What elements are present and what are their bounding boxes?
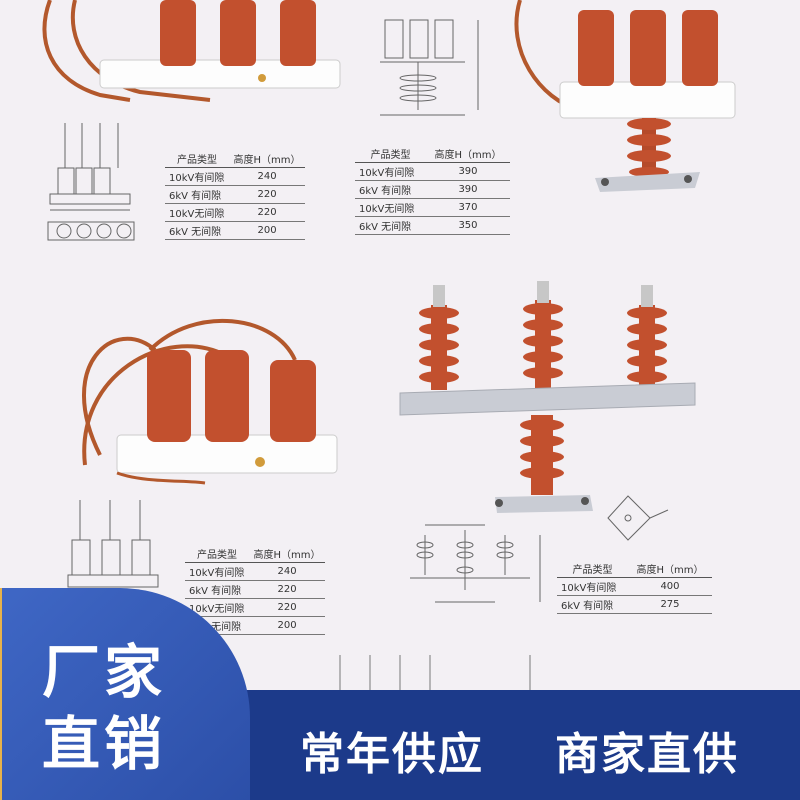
technical-drawing-lower-right xyxy=(405,490,550,615)
product-photo-middle-right xyxy=(395,275,705,515)
product-photo-middle-left xyxy=(55,305,345,490)
technical-drawing-top-center xyxy=(370,0,490,135)
slogan-left: 常年供应 xyxy=(300,729,484,780)
slogan-right: 商家直供 xyxy=(555,729,739,780)
table-header: 高度H（mm） xyxy=(249,545,325,563)
technical-drawing-fragments xyxy=(300,650,560,690)
table-header: 产品类型 xyxy=(165,150,230,168)
table-header: 高度H（mm） xyxy=(627,560,712,578)
badge-line-2: 直销 xyxy=(42,710,167,778)
table-header: 产品类型 xyxy=(355,145,426,163)
factory-direct-badge: 厂家 直销 xyxy=(0,588,250,800)
mounting-plate-drawing xyxy=(598,488,678,548)
table-header: 产品类型 xyxy=(185,545,250,563)
technical-drawing-top-left xyxy=(40,118,150,258)
product-photo-top-left xyxy=(30,0,350,115)
badge-line-1: 厂家 xyxy=(42,638,167,706)
table-header: 产品类型 xyxy=(557,560,628,578)
table-header: 高度H（mm） xyxy=(425,145,510,163)
table-header: 高度H（mm） xyxy=(229,150,305,168)
product-photo-top-right xyxy=(500,0,740,200)
